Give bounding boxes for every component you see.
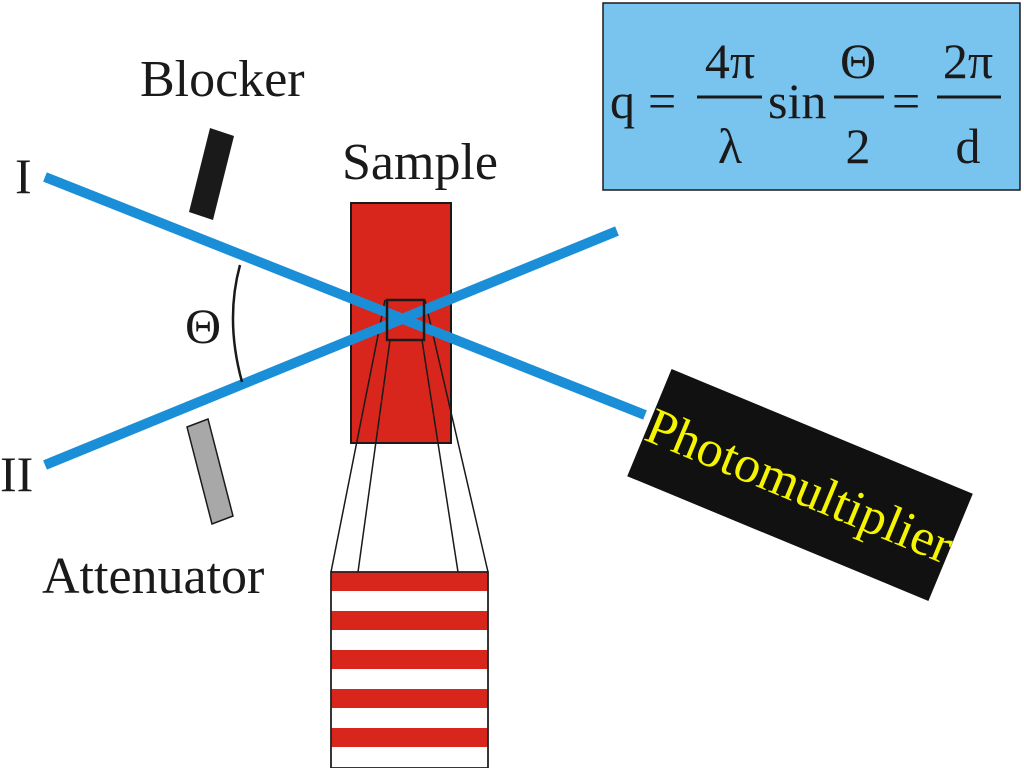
formula-frac3-denominator: d — [956, 118, 981, 174]
formula-sin: sin — [768, 73, 826, 129]
beam-two-label: II — [0, 446, 33, 502]
blocker-label: Blocker — [140, 51, 305, 108]
formula: q = 4π λ sin Θ 2 = 2π d — [610, 33, 1001, 174]
sample-label: Sample — [342, 134, 498, 191]
formula-equals-2: = — [892, 73, 920, 129]
beam-one — [43, 172, 647, 420]
attenuator-label: Attenuator — [42, 548, 264, 605]
formula-frac1-denominator: λ — [718, 118, 742, 174]
zoom-lines — [330, 299, 489, 573]
sample-detail-square — [385, 298, 426, 342]
formula-frac1-numerator: 4π — [705, 33, 755, 89]
angle-label: Θ — [185, 298, 221, 354]
layered-structure-inset — [330, 571, 489, 768]
formula-lhs: q — [610, 73, 635, 129]
beam-one-label: I — [15, 148, 32, 204]
formula-equals-1: = — [648, 73, 676, 129]
blocker — [189, 128, 234, 220]
attenuator — [186, 418, 234, 525]
photomultiplier: Photomultiplier — [627, 369, 973, 601]
angle-arc — [231, 264, 244, 383]
formula-frac2-numerator: Θ — [840, 33, 876, 89]
formula-frac2-denominator: 2 — [846, 118, 871, 174]
formula-frac3-numerator: 2π — [943, 33, 993, 89]
beam-two — [43, 226, 619, 470]
